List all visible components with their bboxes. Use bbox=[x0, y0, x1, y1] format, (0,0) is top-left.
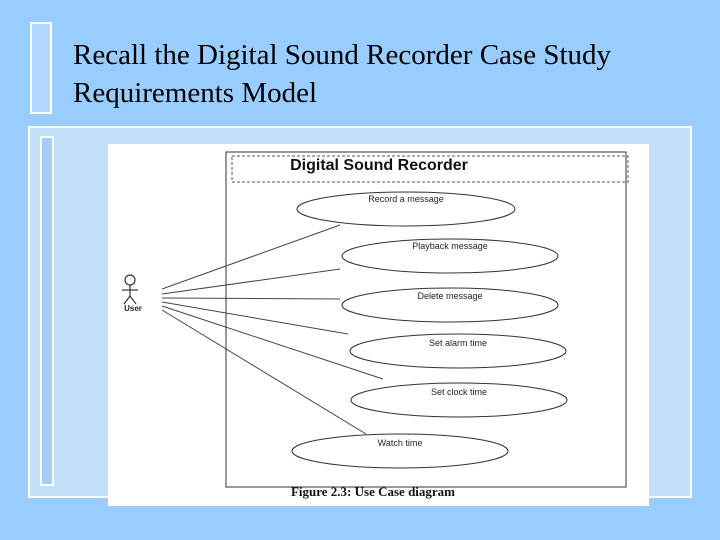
use-case-label: Set clock time bbox=[430, 387, 488, 397]
association-line bbox=[161, 268, 341, 295]
use-case-ellipse bbox=[291, 433, 509, 469]
use-case-ellipse bbox=[349, 333, 567, 369]
use-case-label: Record a message bbox=[368, 194, 444, 204]
use-case-figure: Digital Sound Recorder Record a message … bbox=[108, 144, 649, 506]
association-line bbox=[161, 224, 341, 290]
use-case-ellipse bbox=[341, 287, 559, 323]
association-line bbox=[161, 301, 349, 335]
figure-caption: Figure 2.3: Use Case diagram bbox=[290, 484, 456, 499]
slide-accent-bar bbox=[30, 22, 52, 114]
slide-title-line-1: Recall the Digital Sound Recorder Case S… bbox=[73, 39, 612, 71]
diagram-title: Digital Sound Recorder bbox=[290, 157, 468, 174]
use-case-label: Playback message bbox=[412, 241, 488, 251]
use-case-ellipse bbox=[341, 238, 559, 274]
slide-title-line-2: Requirements Model bbox=[73, 77, 318, 109]
association-line bbox=[161, 305, 384, 380]
system-boundary bbox=[225, 151, 627, 488]
actor-icon bbox=[122, 274, 138, 305]
use-case-label: Delete message bbox=[417, 291, 483, 301]
system-title-box bbox=[231, 155, 629, 183]
actor-label: User bbox=[124, 304, 142, 313]
use-case-label: Watch time bbox=[377, 438, 423, 448]
use-case-ellipse bbox=[350, 382, 568, 418]
use-case-ellipse bbox=[296, 191, 516, 227]
slide-title: Recall the Digital Sound Recorder Case S… bbox=[73, 36, 693, 112]
association-line bbox=[161, 297, 341, 300]
content-accent-bar bbox=[40, 136, 54, 486]
use-case-label: Set alarm time bbox=[428, 338, 488, 348]
association-line bbox=[161, 309, 367, 435]
use-case-diagram bbox=[122, 151, 629, 488]
